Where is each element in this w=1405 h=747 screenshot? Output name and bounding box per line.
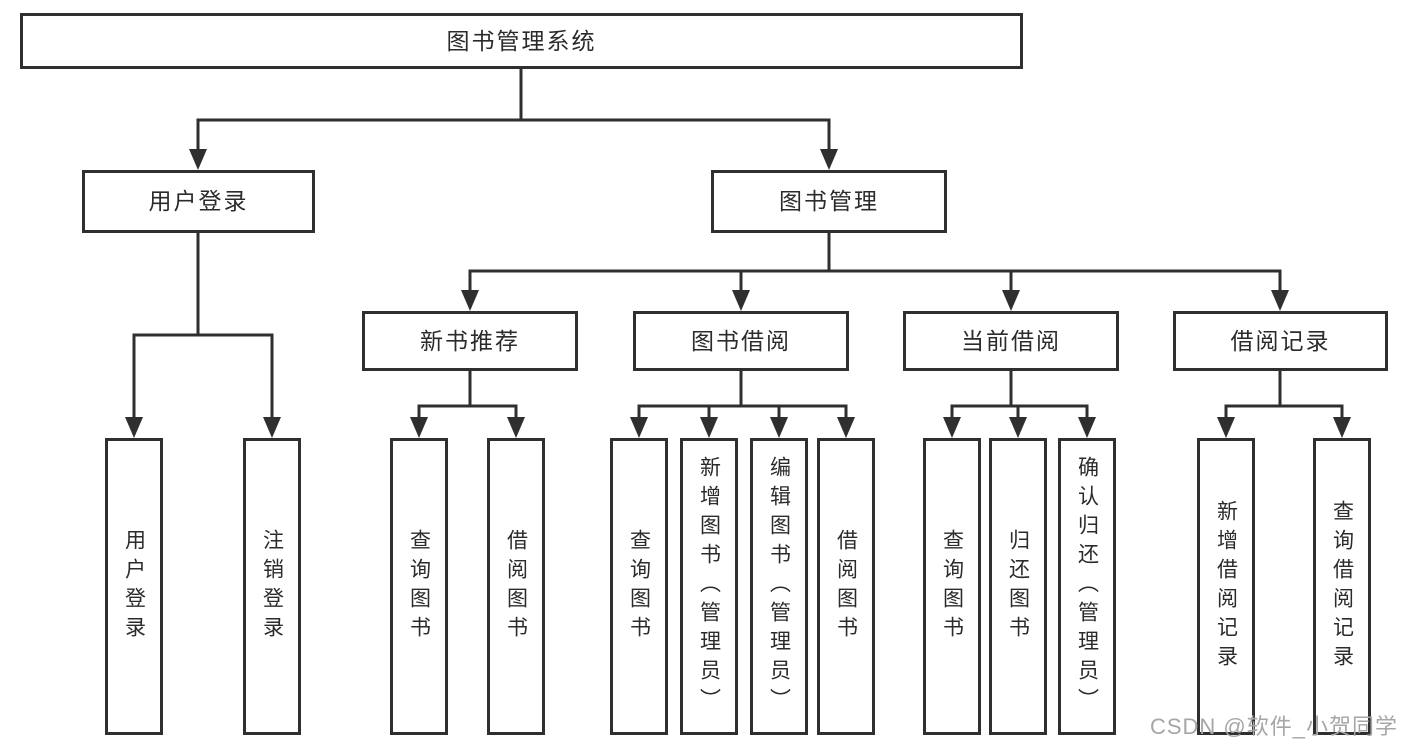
arrowhead-icon [770, 417, 788, 438]
arrowhead-icon [943, 417, 961, 438]
leaf-borrow-books-recommend: 借阅图书 [487, 438, 545, 735]
leaf-edit-books-admin: 编辑图书（管理员） [750, 438, 808, 735]
leaf-add-borrow-record: 新增借阅记录 [1197, 438, 1255, 735]
arrowhead-icon [820, 149, 838, 170]
leaf-borrow-books: 借阅图书 [817, 438, 875, 735]
arrowhead-icon [1009, 417, 1027, 438]
node-label: 借阅记录 [1230, 327, 1331, 354]
node-book-management: 图书管理 [711, 170, 947, 233]
leaf-confirm-return-admin: 确认归还（管理员） [1058, 438, 1116, 735]
arrowhead-icon [125, 417, 143, 438]
arrowhead-icon [837, 417, 855, 438]
node-label: 当前借阅 [961, 327, 1061, 354]
leaf-return-books: 归还图书 [989, 438, 1047, 735]
leaf-label: 借阅图书 [834, 528, 858, 645]
node-borrow-record: 借阅记录 [1173, 311, 1388, 371]
leaf-label: 新增借阅记录 [1214, 499, 1238, 674]
node-user-login: 用户登录 [82, 170, 315, 233]
arrowhead-icon [507, 417, 525, 438]
arrowhead-icon [189, 149, 207, 170]
node-label: 图书管理系统 [446, 27, 597, 54]
connector-currentborrow-to-leaves [950, 369, 1089, 420]
connector-newbook-to-leaves [417, 369, 518, 420]
leaf-label: 查询图书 [627, 528, 651, 645]
leaf-label: 查询借阅记录 [1330, 499, 1354, 674]
arrowhead-icon [732, 290, 750, 311]
arrowhead-icon [1078, 417, 1096, 438]
node-current-borrow: 当前借阅 [903, 311, 1119, 371]
leaf-query-books-recommend: 查询图书 [390, 438, 448, 735]
arrowhead-icon [630, 417, 648, 438]
leaf-label: 确认归还（管理员） [1075, 456, 1099, 717]
watermark: CSDN @软件_小贺同学 [1149, 714, 1398, 739]
node-library-management-system: 图书管理系统 [20, 13, 1023, 69]
arrowhead-icon [461, 290, 479, 311]
connector-bookmgmt-to-level3 [468, 231, 1282, 293]
connector-userlogin-to-leaves [132, 231, 274, 420]
leaf-label: 归还图书 [1006, 528, 1030, 645]
node-label: 图书借阅 [691, 327, 791, 354]
leaf-label: 新增图书（管理员） [697, 456, 721, 717]
leaf-label: 注销登录 [260, 528, 284, 645]
arrowhead-icon [1271, 290, 1289, 311]
node-label: 新书推荐 [420, 327, 520, 354]
connector-borrowrecord-to-leaves [1224, 369, 1344, 420]
connector-root-to-level2 [196, 67, 831, 152]
arrowhead-icon [263, 417, 281, 438]
node-label: 图书管理 [779, 188, 879, 214]
leaf-label: 用户登录 [122, 528, 146, 645]
leaf-label: 查询图书 [940, 528, 964, 645]
leaf-add-books-admin: 新增图书（管理员） [680, 438, 738, 735]
arrowhead-icon [410, 417, 428, 438]
leaf-label: 查询图书 [407, 528, 431, 645]
leaf-query-books-borrow: 查询图书 [610, 438, 668, 735]
arrowhead-icon [700, 417, 718, 438]
node-label: 用户登录 [148, 188, 249, 214]
node-book-borrow: 图书借阅 [633, 311, 849, 371]
leaf-query-books-current: 查询图书 [923, 438, 981, 735]
arrowhead-icon [1333, 417, 1351, 438]
arrowhead-icon [1217, 417, 1235, 438]
leaf-user-login: 用户登录 [105, 438, 163, 735]
node-new-book-recommend: 新书推荐 [362, 311, 578, 371]
arrowhead-icon [1002, 290, 1020, 311]
connector-bookborrow-to-leaves [637, 369, 848, 420]
leaf-logout: 注销登录 [243, 438, 301, 735]
leaf-label: 编辑图书（管理员） [767, 456, 791, 717]
leaf-label: 借阅图书 [504, 528, 528, 645]
leaf-query-borrow-record: 查询借阅记录 [1313, 438, 1371, 735]
